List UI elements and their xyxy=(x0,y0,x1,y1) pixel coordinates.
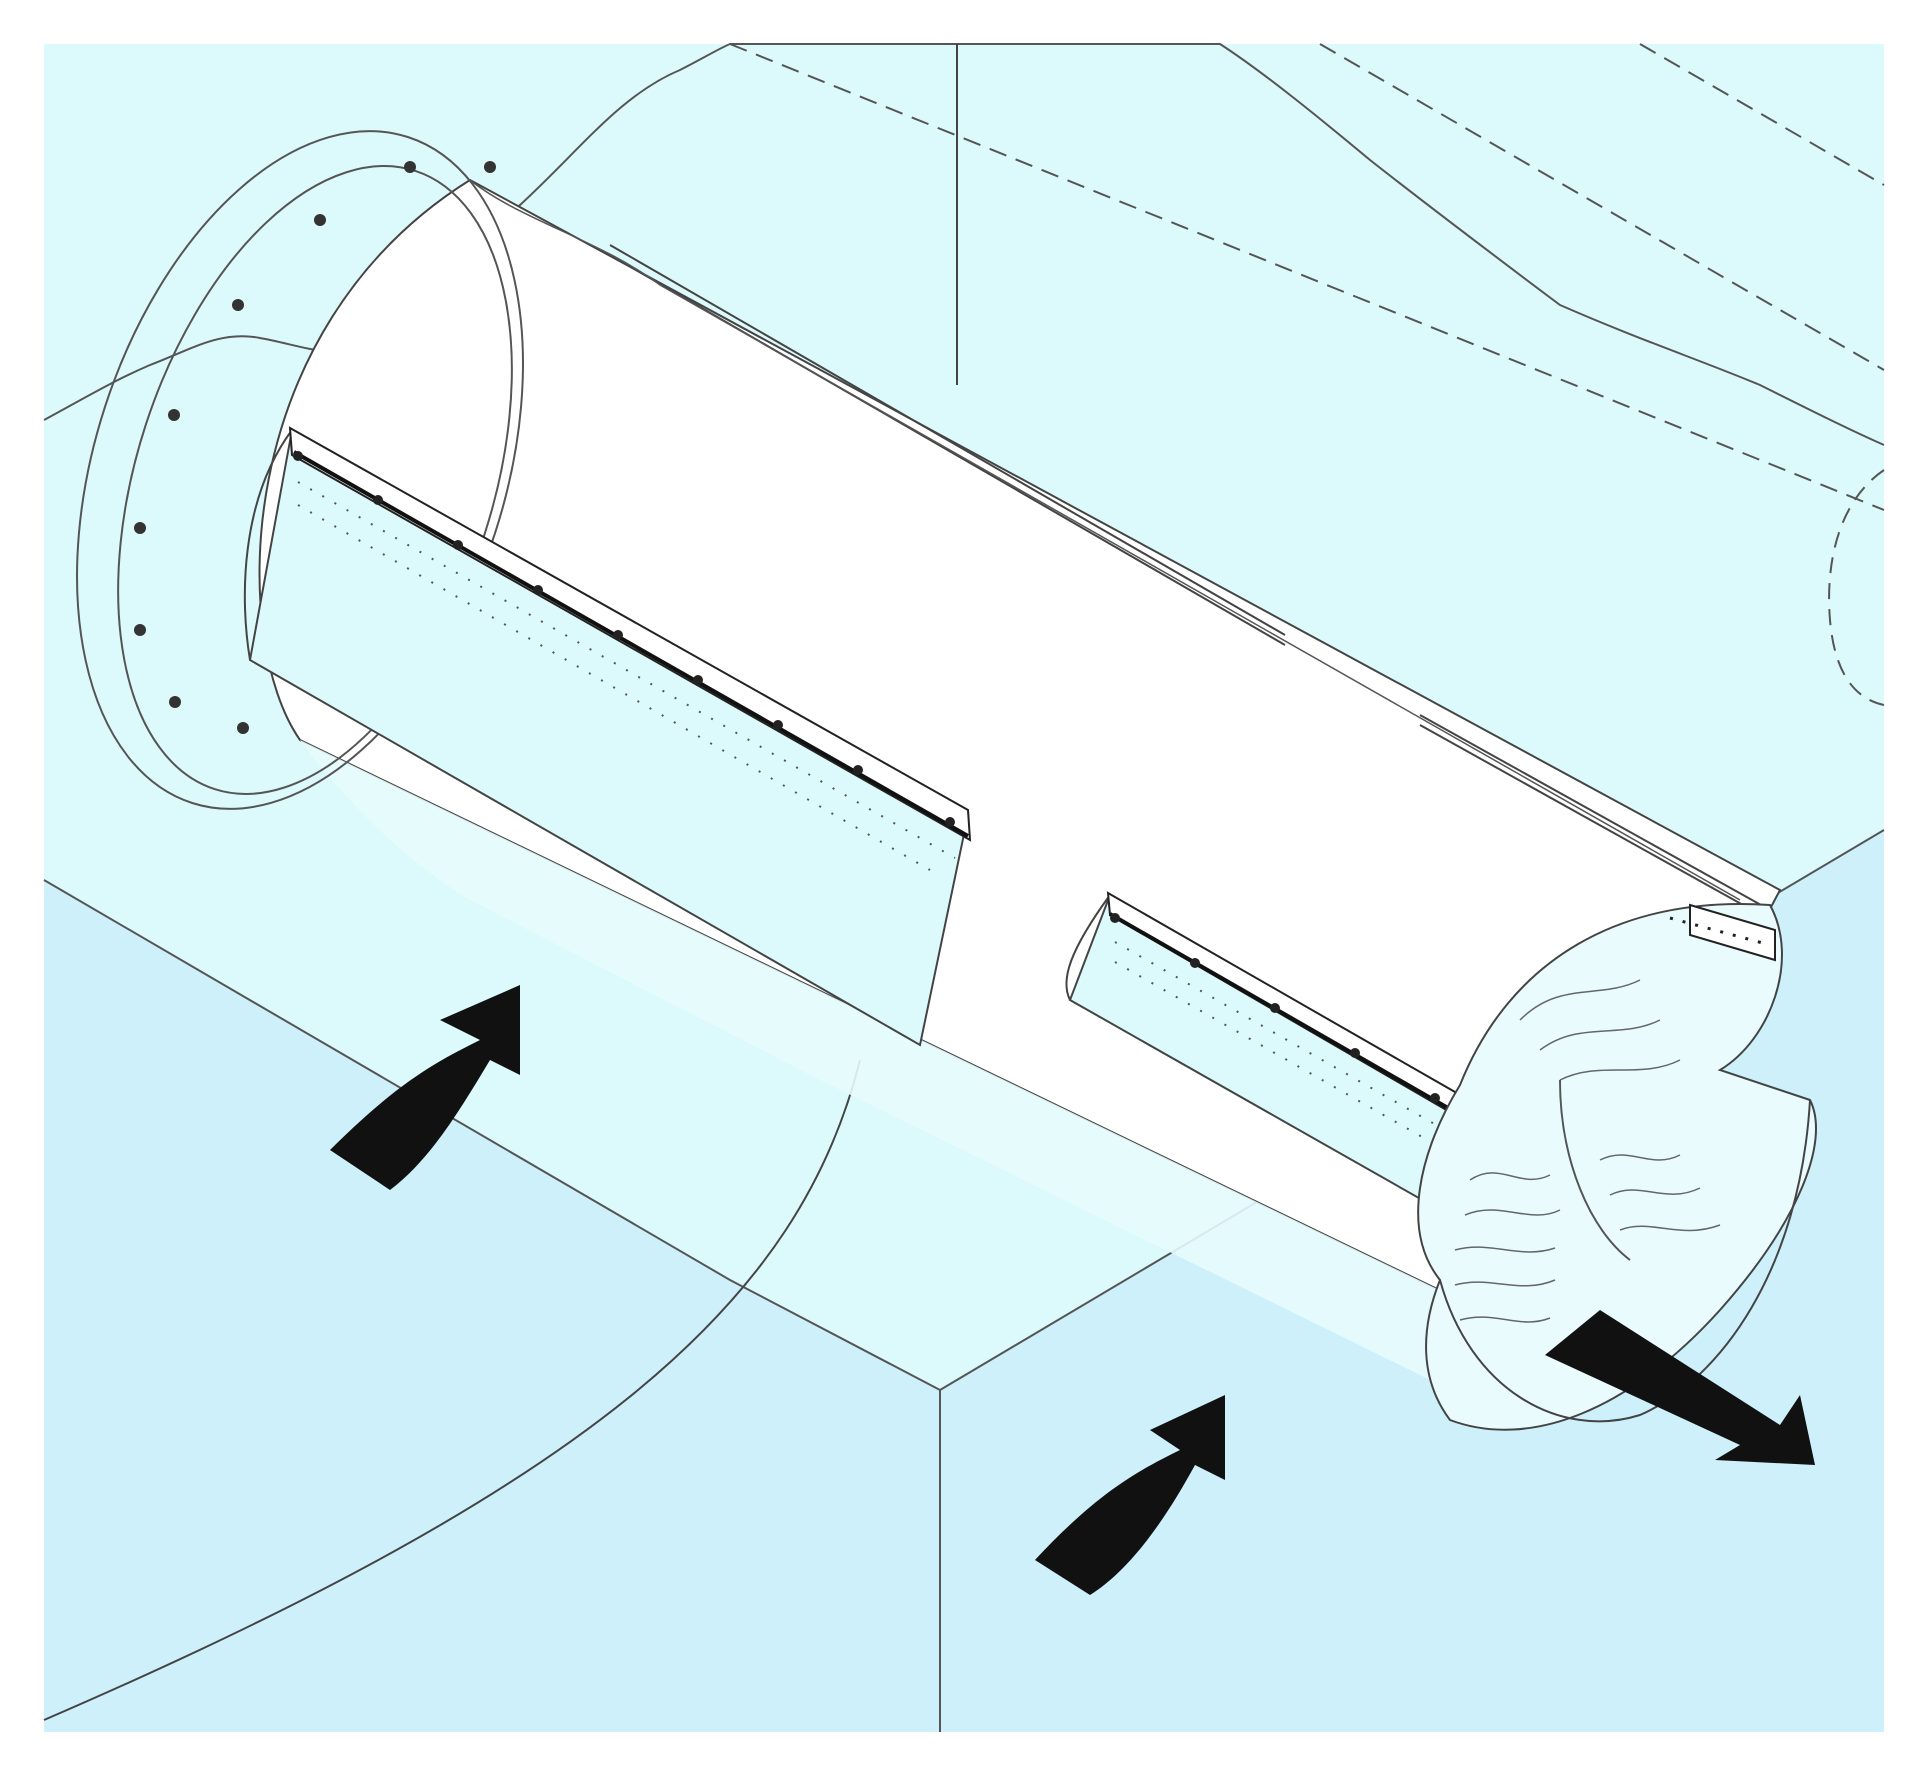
bolt-icon xyxy=(314,214,326,226)
bolt-icon xyxy=(1270,1003,1280,1013)
bolt-icon xyxy=(853,765,863,775)
dashed-pipe-middle xyxy=(1319,43,1885,371)
bolt-icon xyxy=(293,451,303,461)
bolt-icon xyxy=(484,161,496,173)
pipe-lower-overlay xyxy=(300,740,1540,1380)
left-screen-bolts xyxy=(293,451,955,827)
curved-arrow-icon xyxy=(330,985,520,1190)
right-screen-bolts xyxy=(1110,913,1440,1103)
dashed-pipe-end xyxy=(1828,469,1885,706)
pipe-end-rail xyxy=(1689,903,1776,962)
dashed-pipe-top xyxy=(729,43,1885,511)
bolt-icon xyxy=(232,299,244,311)
curved-arrow-icon xyxy=(1035,1395,1225,1595)
right-screen-edge xyxy=(1109,912,1456,1114)
straight-arrow-icon xyxy=(1545,1310,1815,1465)
lower-water-region xyxy=(44,830,1884,1732)
bolt-icon xyxy=(169,696,181,708)
pipe-flange-outer xyxy=(76,130,524,810)
flange-bolts xyxy=(134,161,496,734)
bolt-icon xyxy=(1110,913,1120,923)
pipe-top-rail xyxy=(609,244,1771,921)
bolt-icon xyxy=(533,585,543,595)
left-screen-perforations xyxy=(297,481,956,871)
right-screen-inner-face xyxy=(1065,894,1111,1001)
bolt-icon xyxy=(1350,1048,1360,1058)
pipe-top-highlight xyxy=(469,179,1741,901)
bolt-icon xyxy=(373,495,383,505)
left-screen-rail xyxy=(288,426,972,842)
bolt-icon xyxy=(1190,958,1200,968)
large-arc-line xyxy=(43,1059,861,1721)
bolt-icon xyxy=(168,409,180,421)
sediment-divider xyxy=(1559,1079,1631,1261)
pipe-flange-inner xyxy=(117,165,513,795)
bolt-icon xyxy=(1430,1093,1440,1103)
bolt-icon xyxy=(134,522,146,534)
bolt-icon xyxy=(453,540,463,550)
bolt-icon xyxy=(237,722,249,734)
left-screen-inner-face xyxy=(243,429,293,661)
bolt-icon xyxy=(773,720,783,730)
pipe-cutaway-section xyxy=(1417,903,1817,1431)
dashed-pipe-upper xyxy=(1639,43,1885,186)
trench-edge-left xyxy=(43,879,941,1391)
bolt-icon xyxy=(404,161,416,173)
backfill-surface-line xyxy=(43,43,1885,446)
bolt-icon xyxy=(613,630,623,640)
pipe-cutaway-rim xyxy=(1439,1099,1811,1423)
sediment-lines xyxy=(1454,979,1721,1323)
pipe-body xyxy=(258,178,1782,1302)
bolt-icon xyxy=(134,624,146,636)
bolt-icon xyxy=(693,675,703,685)
bolt-icon xyxy=(945,817,955,827)
